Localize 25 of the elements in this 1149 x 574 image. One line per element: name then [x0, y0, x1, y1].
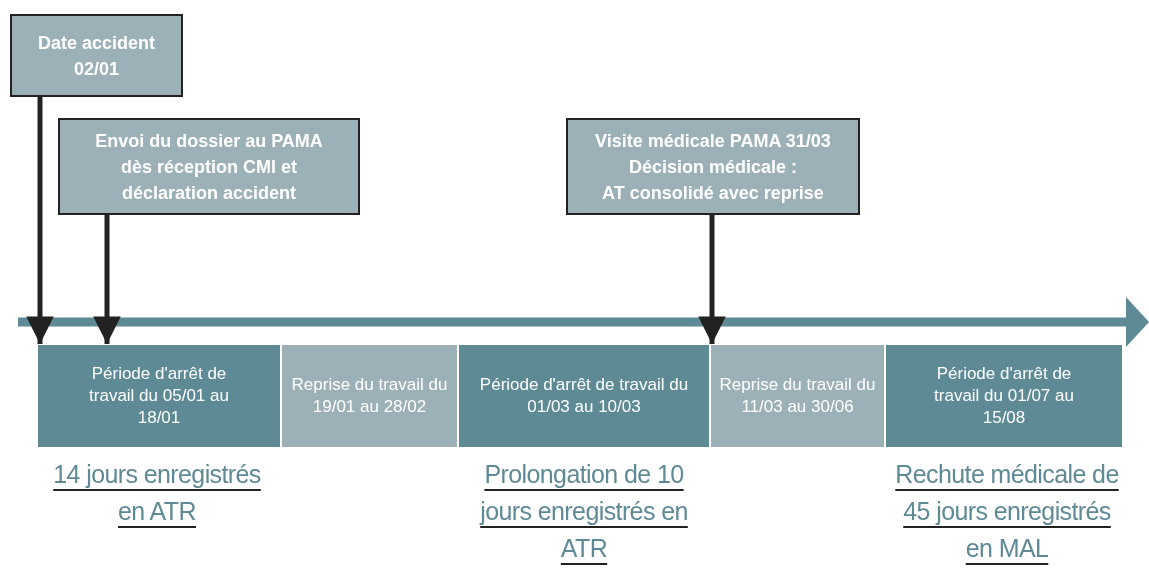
callout-text: 02/01 [73, 57, 119, 81]
period-box [711, 345, 884, 447]
arrow [26, 97, 54, 344]
callout-text: Décision médicale : [628, 155, 798, 179]
period-box [886, 345, 1122, 447]
summary-label: 14 jours enregistrés en ATR [53, 460, 261, 525]
period-text: Période d'arrêt de travail du 05/01 au 18/01 [88, 363, 230, 429]
period-text: Période d'arrêt de travail du 01/07 au 15/08 [933, 363, 1075, 429]
callout-text: AT consolidé avec reprise [602, 181, 824, 205]
period-box [38, 345, 280, 447]
period-text: Reprise du travail du 19/01 au 28/02 [290, 374, 449, 418]
date-callout-box [10, 14, 183, 97]
period-box [459, 345, 709, 447]
summary-label: Prolongation de 10 jours enregistrés en ATR [480, 460, 688, 562]
callout-box [58, 118, 360, 215]
period-text: Reprise du travail du 11/03 au 30/06 [719, 374, 876, 418]
callout-text: Envoi du dossier au PAMA dès réception CMI et déclaration accident [94, 129, 324, 205]
arrow [698, 215, 726, 344]
callout-text: Visite médicale PAMA 31/03 [595, 129, 831, 153]
period-box [282, 345, 457, 447]
summary-label: Rechute médicale de 45 jours enregistrés en MAL [895, 460, 1119, 562]
period-text: Période d'arrêt de travail du 01/03 au 10/03 [478, 374, 690, 418]
callout-box [566, 118, 860, 215]
callout-text: Date accident [37, 31, 155, 55]
arrow [93, 215, 121, 344]
